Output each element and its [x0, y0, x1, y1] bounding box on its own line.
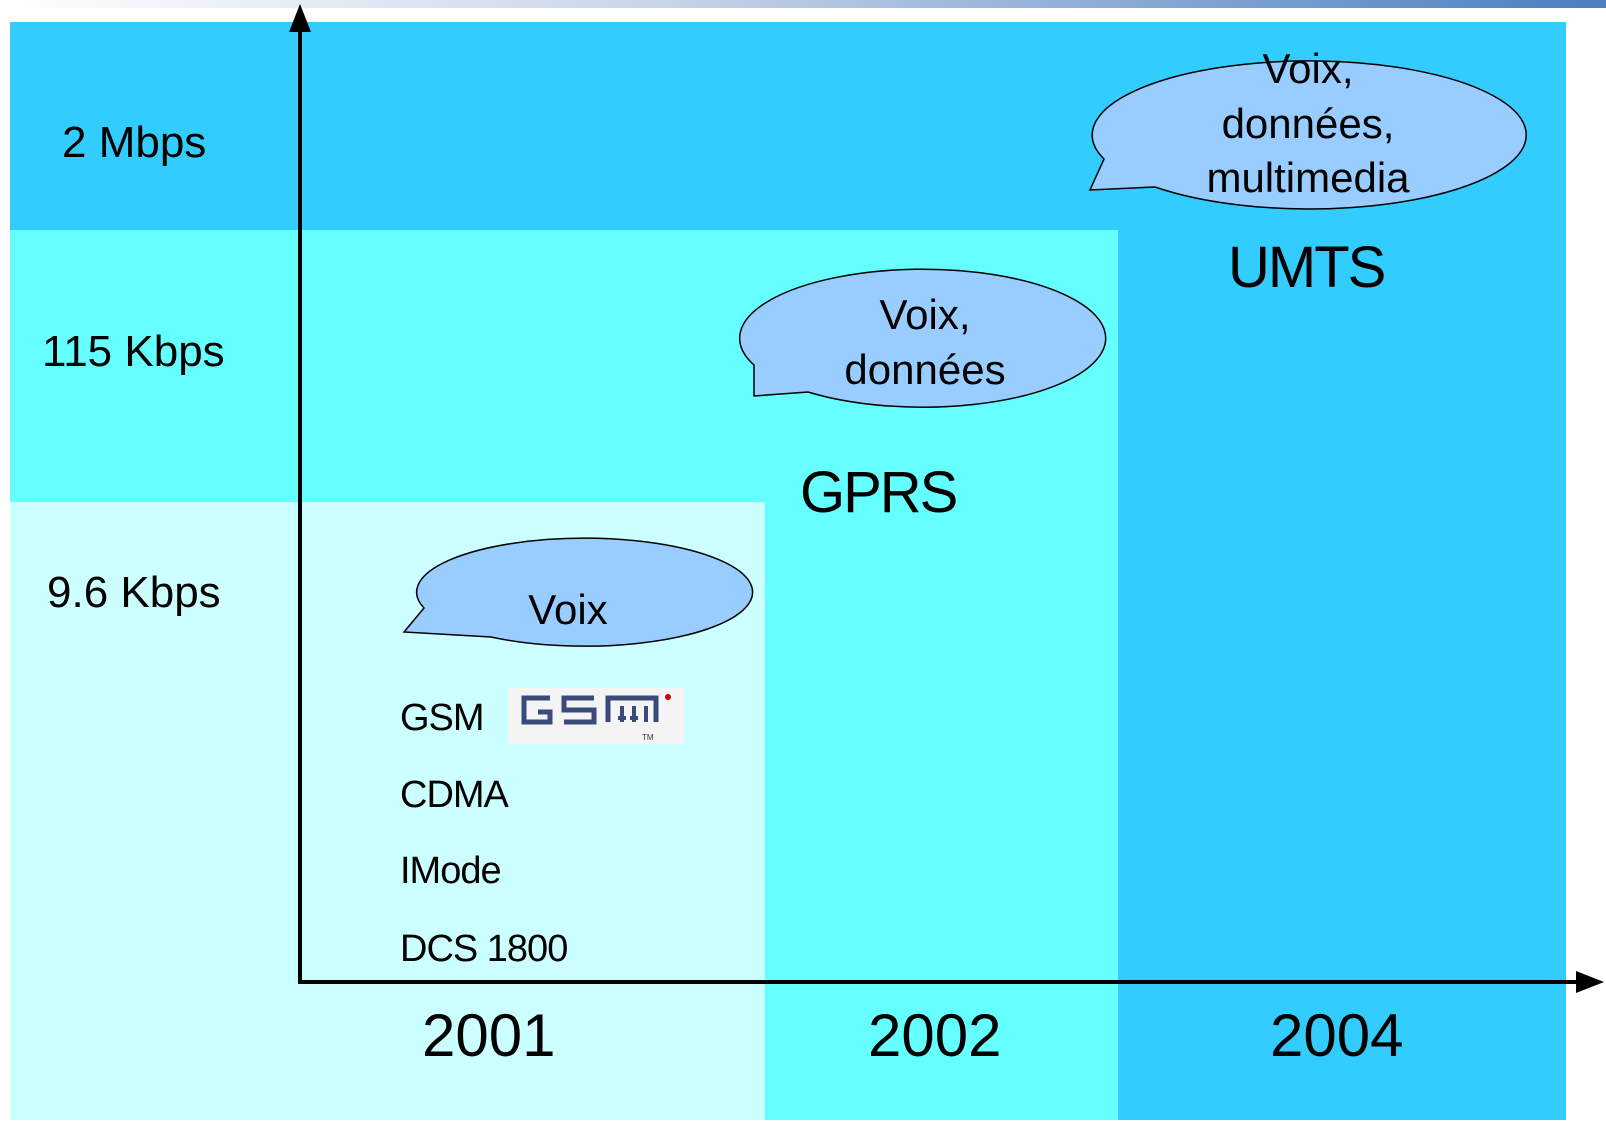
bubble-2002	[738, 268, 1107, 408]
bubble-2001	[402, 537, 754, 647]
x-axis-arrowhead	[1576, 971, 1604, 993]
top-accent-line	[0, 0, 1606, 8]
bubble-line: données,	[1221, 99, 1395, 147]
band-2004-column	[1118, 230, 1566, 1120]
tech-name-dcs1800: DCS 1800	[400, 928, 568, 970]
bubble-text-2001: Voix	[400, 556, 736, 664]
gsm-logo-tm: TM	[642, 733, 654, 742]
speed-label-9.6kbps: 9.6 Kbps	[47, 568, 221, 617]
tech-name-umts: UMTS	[1228, 235, 1386, 300]
tech-name-gsm: GSM	[400, 697, 485, 739]
tech-name-cdma: CDMA	[400, 774, 509, 816]
speed-label-115kbps: 115 Kbps	[42, 327, 225, 376]
bubble-text-2004: Voix, données, multimedia	[1104, 38, 1512, 210]
year-label-2002: 2002	[868, 1002, 1002, 1069]
bubble-line: multimedia	[1206, 154, 1410, 202]
year-label-2004: 2004	[1270, 1002, 1404, 1069]
bubble-line: Voix	[528, 585, 608, 633]
bubble-2004	[1088, 60, 1527, 210]
bubble-line: Voix,	[879, 291, 971, 339]
year-label-2001: 2001	[422, 1002, 556, 1069]
gsm-logo-graphic: TM	[521, 694, 671, 742]
bubble-line: données	[844, 346, 1006, 393]
band-2002-column	[765, 502, 1118, 1120]
tech-name-imode: IMode	[400, 850, 502, 892]
bubble-text-2002: Voix, données	[752, 274, 1098, 412]
gsm-logo: TM	[508, 688, 684, 744]
bubble-line: Voix,	[1262, 45, 1354, 93]
tech-name-gprs: GPRS	[800, 460, 958, 525]
y-axis-arrowhead	[289, 4, 311, 32]
speed-label-2mbps: 2 Mbps	[62, 118, 207, 167]
